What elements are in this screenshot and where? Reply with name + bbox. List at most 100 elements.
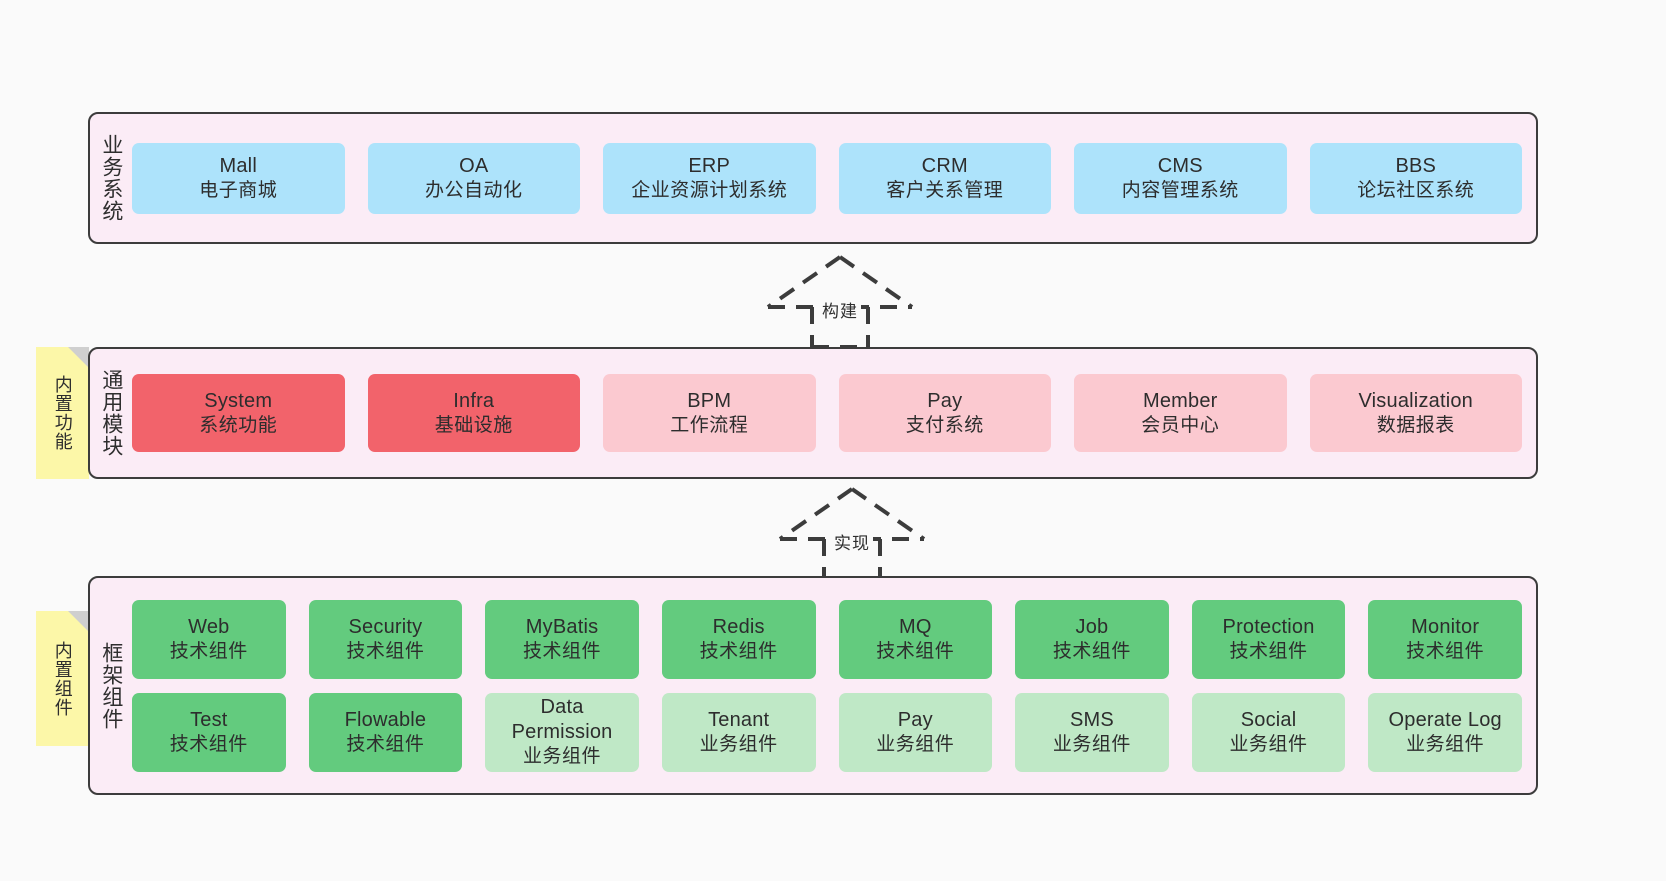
card-title: Web (188, 615, 230, 638)
card-web[interactable]: Web 技术组件 (132, 599, 286, 679)
card-data-permission[interactable]: Data Permission 业务组件 (485, 692, 639, 772)
card-mybatis[interactable]: MyBatis 技术组件 (485, 599, 639, 679)
card-subtitle: 业务组件 (523, 746, 602, 768)
card-pay-business[interactable]: Pay 业务组件 (838, 692, 993, 772)
card-title: Social (1240, 708, 1297, 731)
card-social[interactable]: Social 业务组件 (1191, 692, 1346, 772)
card-subtitle: 技术组件 (1229, 640, 1308, 662)
card-subtitle: 论坛社区系统 (1357, 179, 1475, 201)
card-title: MyBatis (525, 615, 599, 638)
card-title: OA (459, 154, 489, 177)
card-infra[interactable]: Infra 基础设施 (367, 374, 580, 452)
card-subtitle: 技术组件 (346, 640, 425, 662)
card-subtitle: 技术组件 (169, 733, 248, 755)
card-row: Mall 电子商城 OA 办公自动化 ERP 企业资源计划系统 CRM 客户关系… (132, 142, 1522, 214)
card-subtitle: 业务组件 (1406, 733, 1485, 755)
note-builtin-function: 内置功能 (36, 347, 89, 479)
card-row: System 系统功能 Infra 基础设施 BPM 工作流程 Pay 支付系统… (132, 374, 1522, 452)
card-title: Infra (453, 389, 495, 412)
card-erp[interactable]: ERP 企业资源计划系统 (603, 142, 816, 214)
note-builtin-component: 内置组件 (36, 611, 89, 746)
card-subtitle: 支付系统 (905, 414, 984, 436)
card-title: Redis (712, 615, 765, 638)
card-member[interactable]: Member 会员中心 (1074, 374, 1287, 452)
card-subtitle: 技术组件 (699, 640, 778, 662)
card-flowable[interactable]: Flowable 技术组件 (308, 692, 463, 772)
card-sms[interactable]: SMS 业务组件 (1015, 692, 1169, 772)
card-title: Flowable (344, 708, 427, 731)
layer-title-business-system: 业务系统 (99, 134, 123, 222)
card-row-technical: Web 技术组件 Security 技术组件 MyBatis 技术组件 Redi… (132, 599, 1522, 679)
card-tenant[interactable]: Tenant 业务组件 (661, 692, 816, 772)
layer-body-common-module: System 系统功能 Infra 基础设施 BPM 工作流程 Pay 支付系统… (132, 349, 1536, 477)
card-title: Member (1142, 389, 1218, 412)
layer-business-system: 业务系统 Mall 电子商城 OA 办公自动化 ERP 企业资源计划系统 CRM… (88, 112, 1538, 244)
connector-label-implement: 实现 (831, 529, 873, 554)
card-subtitle: 技术组件 (876, 640, 955, 662)
card-title: Mall (219, 154, 257, 177)
card-title: Data Permission (511, 696, 613, 744)
card-subtitle: 技术组件 (1052, 640, 1131, 662)
layer-title-common-module: 通用模块 (99, 369, 123, 457)
note-label: 内置组件 (52, 640, 73, 717)
card-subtitle: 工作流程 (670, 414, 749, 436)
card-subtitle: 办公自动化 (424, 179, 523, 201)
card-oa[interactable]: OA 办公自动化 (367, 142, 580, 214)
card-job[interactable]: Job 技术组件 (1015, 599, 1169, 679)
card-title: Visualization (1358, 389, 1474, 412)
card-title: CMS (1157, 154, 1203, 177)
card-row-business: Test 技术组件 Flowable 技术组件 Data Permission … (132, 692, 1522, 772)
card-subtitle: 基础设施 (434, 414, 513, 436)
connector-build: 构建 (760, 255, 920, 349)
card-visualization[interactable]: Visualization 数据报表 (1309, 374, 1522, 452)
card-system[interactable]: System 系统功能 (132, 374, 345, 452)
card-redis[interactable]: Redis 技术组件 (661, 599, 816, 679)
layer-body-business-system: Mall 电子商城 OA 办公自动化 ERP 企业资源计划系统 CRM 客户关系… (132, 114, 1536, 242)
card-subtitle: 系统功能 (199, 414, 278, 436)
card-title: BPM (687, 389, 732, 412)
card-subtitle: 业务组件 (1229, 733, 1308, 755)
card-title: Tenant (708, 708, 770, 731)
card-subtitle: 电子商城 (199, 179, 278, 201)
card-test[interactable]: Test 技术组件 (132, 692, 286, 772)
layer-body-framework-component: Web 技术组件 Security 技术组件 MyBatis 技术组件 Redi… (132, 578, 1536, 793)
card-title: System (204, 389, 273, 412)
card-title: Job (1075, 615, 1109, 638)
card-subtitle: 业务组件 (699, 733, 778, 755)
card-monitor[interactable]: Monitor 技术组件 (1368, 599, 1522, 679)
card-subtitle: 企业资源计划系统 (631, 179, 788, 201)
card-title: MQ (899, 615, 932, 638)
card-cms[interactable]: CMS 内容管理系统 (1074, 142, 1287, 214)
card-operate-log[interactable]: Operate Log 业务组件 (1368, 692, 1522, 772)
card-subtitle: 技术组件 (523, 640, 602, 662)
card-security[interactable]: Security 技术组件 (308, 599, 463, 679)
card-title: SMS (1069, 708, 1114, 731)
card-subtitle: 业务组件 (1052, 733, 1131, 755)
card-title: Pay (927, 389, 963, 412)
layer-title-framework-component: 框架组件 (99, 641, 123, 730)
layer-common-module: 通用模块 System 系统功能 Infra 基础设施 BPM 工作流程 Pay… (88, 347, 1538, 479)
card-title: Operate Log (1388, 708, 1502, 731)
card-bpm[interactable]: BPM 工作流程 (603, 374, 816, 452)
connector-label-build: 构建 (819, 297, 861, 322)
card-mq[interactable]: MQ 技术组件 (838, 599, 993, 679)
card-bbs[interactable]: BBS 论坛社区系统 (1309, 142, 1522, 214)
card-pay[interactable]: Pay 支付系统 (838, 374, 1051, 452)
card-crm[interactable]: CRM 客户关系管理 (838, 142, 1051, 214)
card-title: BBS (1395, 154, 1437, 177)
card-subtitle: 技术组件 (1406, 640, 1485, 662)
card-title: CRM (921, 154, 968, 177)
card-title: Test (190, 708, 228, 731)
card-subtitle: 内容管理系统 (1121, 179, 1239, 201)
card-protection[interactable]: Protection 技术组件 (1191, 599, 1346, 679)
card-subtitle: 数据报表 (1376, 414, 1455, 436)
card-title: Security (348, 615, 423, 638)
card-title: Monitor (1411, 615, 1480, 638)
card-subtitle: 技术组件 (346, 733, 425, 755)
card-subtitle: 客户关系管理 (886, 179, 1004, 201)
card-subtitle: 技术组件 (169, 640, 248, 662)
card-mall[interactable]: Mall 电子商城 (132, 142, 345, 214)
layer-framework-component: 框架组件 Web 技术组件 Security 技术组件 MyBatis 技术组件… (88, 576, 1538, 795)
card-subtitle: 会员中心 (1141, 414, 1220, 436)
